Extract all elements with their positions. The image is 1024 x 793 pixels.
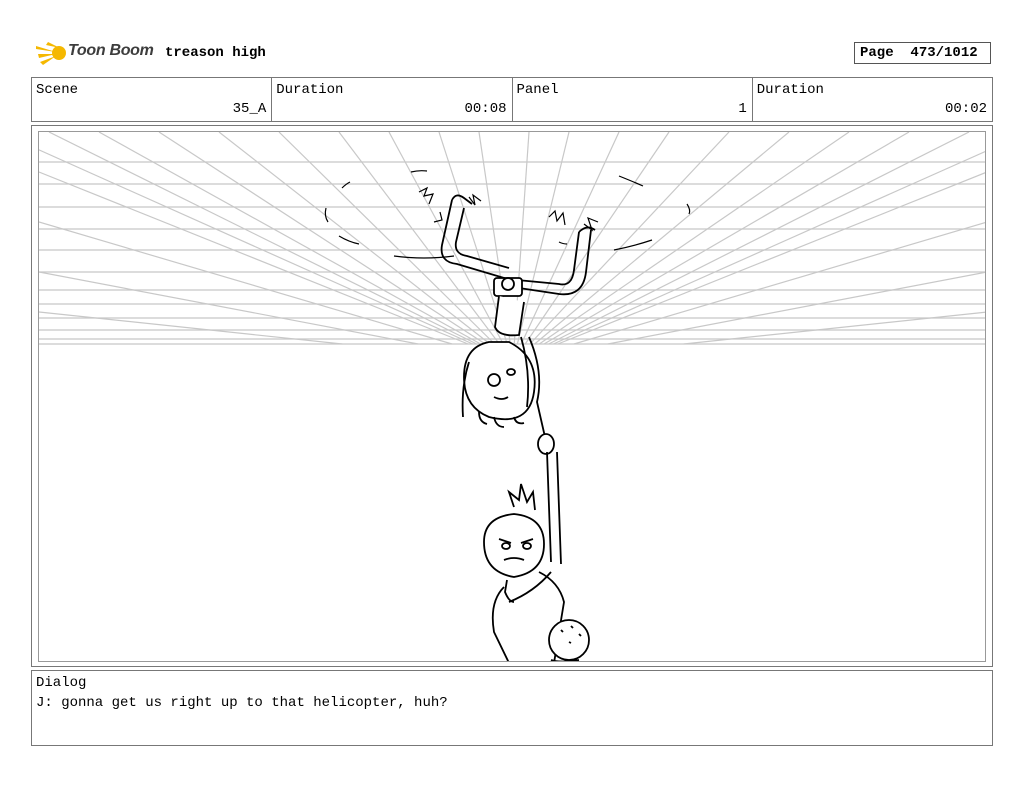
perspective-guide [278,132,496,345]
dialog-label: Dialog [36,675,87,691]
panel-drawing [38,131,986,662]
scene-label: Scene [36,82,79,98]
perspective-guide [98,132,481,345]
page-indicator: Page 473/1012 [854,42,991,64]
perspective-guide [607,271,985,345]
panel-duration-label: Duration [756,82,824,98]
info-row: Scene 35_A Duration 00:08 Panel 1 Durati… [31,77,993,122]
perspective-guide [39,149,474,345]
perspective-guide [534,132,790,345]
perspective-guide [39,221,453,345]
perspective-guide [573,221,985,345]
perspective-guide [218,132,491,345]
panel-frame [31,125,993,667]
reaching-boy-figure [483,451,590,661]
panel-duration-value: 00:02 [944,101,987,117]
logo-text: Toon Boom [68,42,154,59]
perspective-guide [516,132,570,345]
perspective-guide [438,132,508,345]
perspective-guide [39,171,469,345]
dialog-text: J: gonna get us right up to that helicop… [36,695,448,711]
perspective-guide [683,311,985,345]
perspective-guide [538,132,850,345]
perspective-guide [338,132,500,345]
panel-cell: Panel 1 [513,78,753,121]
perspective-guide [557,172,985,345]
dialog-box: Dialog J: gonna get us right up to that … [31,670,993,746]
page-label: Page [860,45,894,61]
perspective-guide [39,311,343,345]
page-value: 473/1012 [910,45,978,61]
scene-duration-label: Duration [276,82,344,98]
perspective-guide [158,132,486,345]
perspective-guide [388,132,504,345]
scene-duration-cell: Duration 00:08 [272,78,513,121]
storyboard-sketch [39,132,985,661]
hanging-girl-figure [440,194,596,455]
perspective-guide [553,150,985,345]
panel-value: 1 [738,101,747,117]
perspective-guide [520,132,620,345]
project-title: treason high [165,45,266,61]
panel-label: Panel [516,82,559,98]
perspective-guide [524,132,670,345]
toon-boom-logo-icon [36,42,66,65]
perspective-guide [39,271,419,345]
perspective-guide [548,132,970,345]
scene-cell: Scene 35_A [32,78,273,121]
perspective-guide [543,132,910,345]
perspective-guide [529,132,730,345]
panel-duration-cell: Duration 00:02 [753,78,992,121]
perspective-guide [48,132,477,345]
scene-duration-value: 00:08 [464,101,507,117]
scene-value: 35_A [232,101,267,117]
